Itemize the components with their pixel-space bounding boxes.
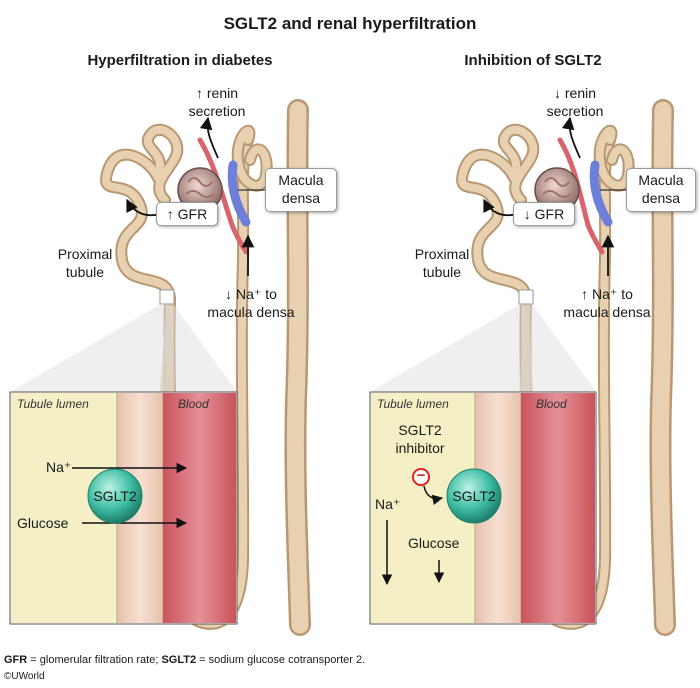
right-panel-heading: Inhibition of SGLT2: [464, 52, 602, 69]
right-proximal-line1: Proximal: [414, 246, 470, 262]
footnote-sglt2-abbr: SGLT2: [161, 654, 197, 666]
left-blood-zone: [163, 393, 236, 623]
right-inhibit-arrow: [423, 485, 444, 505]
right-renin-label: ↓ renin secretion: [530, 84, 620, 120]
footnote-gfr-abbr: GFR: [4, 654, 28, 666]
right-macula-line1: Macula: [638, 172, 684, 188]
right-macula-densa: [589, 160, 613, 227]
figure-title: SGLT2 and renal hyperfiltration: [223, 14, 477, 33]
right-sglt2-transporter: [446, 468, 502, 524]
right-biopsy-marker: [518, 289, 534, 305]
right-nephron: [370, 99, 676, 636]
left-proximal-line2: tubule: [65, 264, 105, 280]
right-macula-box: Macula densa: [626, 168, 696, 212]
left-arrow-renin: [199, 116, 219, 159]
right-blood-zone: [521, 393, 595, 623]
right-proximal-label: Proximal tubule: [405, 245, 479, 281]
right-renin-line1: ↓ renin: [553, 85, 597, 101]
left-na-line1: ↓ Na⁺ to: [225, 286, 277, 302]
left-na-label: ↓ Na⁺ to macula densa: [196, 285, 306, 321]
right-renin-line2: secretion: [546, 103, 604, 119]
footnote-sglt2-def: = sodium glucose cotransporter 2.: [196, 654, 366, 666]
copyright: ©UWorld: [4, 671, 45, 682]
right-inhibit-badge: [412, 468, 430, 486]
right-glucose-label: Glucose: [408, 535, 460, 551]
left-lumen-label: Tubule lumen: [17, 397, 89, 411]
left-macula-densa: [227, 160, 251, 227]
right-sglt2-label: SGLT2: [452, 488, 496, 504]
right-gfr-box: ↓ GFR: [513, 202, 575, 226]
left-sglt2-transporter: [87, 468, 143, 524]
right-na-ion-label: Na⁺: [375, 496, 401, 512]
right-macula-line2: densa: [641, 190, 681, 206]
right-inhibitor-label: SGLT2 inhibitor: [380, 421, 460, 457]
left-panel-heading: Hyperfiltration in diabetes: [87, 52, 273, 69]
right-proximal-line2: tubule: [422, 264, 462, 280]
left-na-ion-label: Na⁺: [46, 459, 72, 475]
left-macula-line2: densa: [281, 190, 321, 206]
left-macula-box: Macula densa: [265, 168, 337, 212]
left-proximal-label: Proximal tubule: [48, 245, 122, 281]
right-inhibitor-line1: SGLT2: [398, 422, 442, 438]
left-glucose-label: Glucose: [17, 515, 69, 531]
right-na-label: ↑ Na⁺ to macula densa: [552, 285, 662, 321]
left-proximal-line1: Proximal: [57, 246, 113, 262]
left-renin-line1: ↑ renin: [195, 85, 239, 101]
left-biopsy-marker: [159, 289, 175, 305]
left-renin-line2: secretion: [188, 103, 246, 119]
right-na-line1: ↑ Na⁺ to: [581, 286, 633, 302]
left-sglt2-label: SGLT2: [93, 488, 137, 504]
left-gfr-box: ↑ GFR: [156, 202, 218, 226]
right-inhibitor-line2: inhibitor: [395, 440, 445, 456]
right-lumen-label: Tubule lumen: [377, 397, 449, 411]
right-arrow-renin: [561, 116, 581, 159]
left-inset: [9, 391, 238, 625]
right-inhibit-symbol: −: [416, 467, 426, 484]
right-blood-label: Blood: [536, 397, 567, 411]
right-na-line2: macula densa: [563, 304, 651, 320]
right-afferent-arteriole: [557, 137, 605, 255]
left-macula-line1: Macula: [278, 172, 324, 188]
footnote: GFR = glomerular filtration rate; SGLT2 …: [4, 654, 365, 666]
right-inset: [369, 391, 597, 625]
left-blood-label: Blood: [178, 397, 209, 411]
left-renin-label: ↑ renin secretion: [172, 84, 262, 120]
footnote-gfr-def: = glomerular filtration rate;: [27, 654, 162, 666]
left-na-line2: macula densa: [207, 304, 295, 320]
